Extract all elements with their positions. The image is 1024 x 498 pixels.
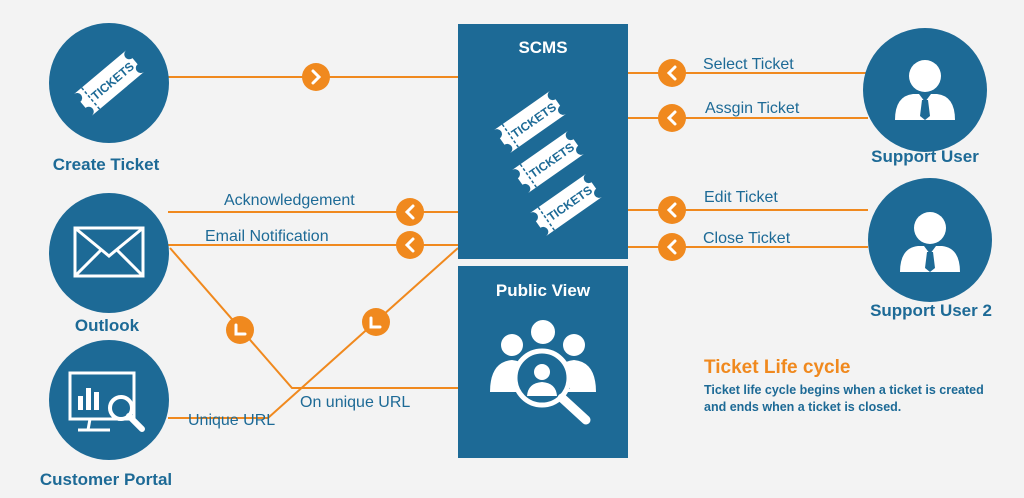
outlook-node — [49, 193, 169, 313]
close-ticket-label: Close Ticket — [703, 230, 791, 247]
assign-ticket-label: Assgin Ticket — [705, 100, 800, 117]
email-notification-label: Email Notification — [205, 228, 329, 245]
arrow-up-right-icon — [362, 308, 390, 336]
scms-box: TICKETS TICKETS TICKETS — [458, 24, 628, 259]
arrow-left-icon — [396, 231, 424, 259]
unique-url-label: Unique URL — [188, 412, 276, 429]
on-unique-url-label: On unique URL — [300, 394, 411, 411]
support-user-2-label: Support User 2 — [870, 301, 992, 320]
create-ticket-node: TICKETS — [49, 23, 169, 143]
arrow-badges — [226, 59, 686, 344]
arrow-left-icon — [658, 104, 686, 132]
public-view-box — [458, 266, 628, 458]
select-ticket-label: Select Ticket — [703, 56, 794, 73]
arrow-right-icon — [302, 63, 330, 91]
edit-ticket-label: Edit Ticket — [704, 189, 778, 206]
customer-portal-node — [49, 340, 169, 460]
arrow-left-icon — [658, 196, 686, 224]
public-view-title: Public View — [495, 281, 591, 300]
arrow-left-icon — [396, 198, 424, 226]
support-user-node — [863, 28, 987, 152]
support-user-2-node — [868, 178, 992, 302]
support-user-label: Support User — [871, 147, 979, 166]
arrow-down-right-icon — [226, 316, 254, 344]
acknowledgement-label: Acknowledgement — [224, 192, 355, 209]
customer-portal-label: Customer Portal — [39, 470, 173, 489]
arrow-left-icon — [658, 59, 686, 87]
arrow-left-icon — [658, 233, 686, 261]
envelope-icon — [73, 226, 145, 278]
portal-search-icon — [68, 371, 145, 432]
outlook-label: Outlook — [74, 316, 140, 335]
lifecycle-description: Ticket life cycle begins when a ticket i… — [704, 383, 984, 414]
group-search-icon — [490, 318, 596, 425]
scms-title: SCMS — [518, 38, 568, 57]
lifecycle-title: Ticket Life cycle — [704, 357, 851, 378]
create-ticket-label: Create Ticket — [52, 155, 160, 174]
